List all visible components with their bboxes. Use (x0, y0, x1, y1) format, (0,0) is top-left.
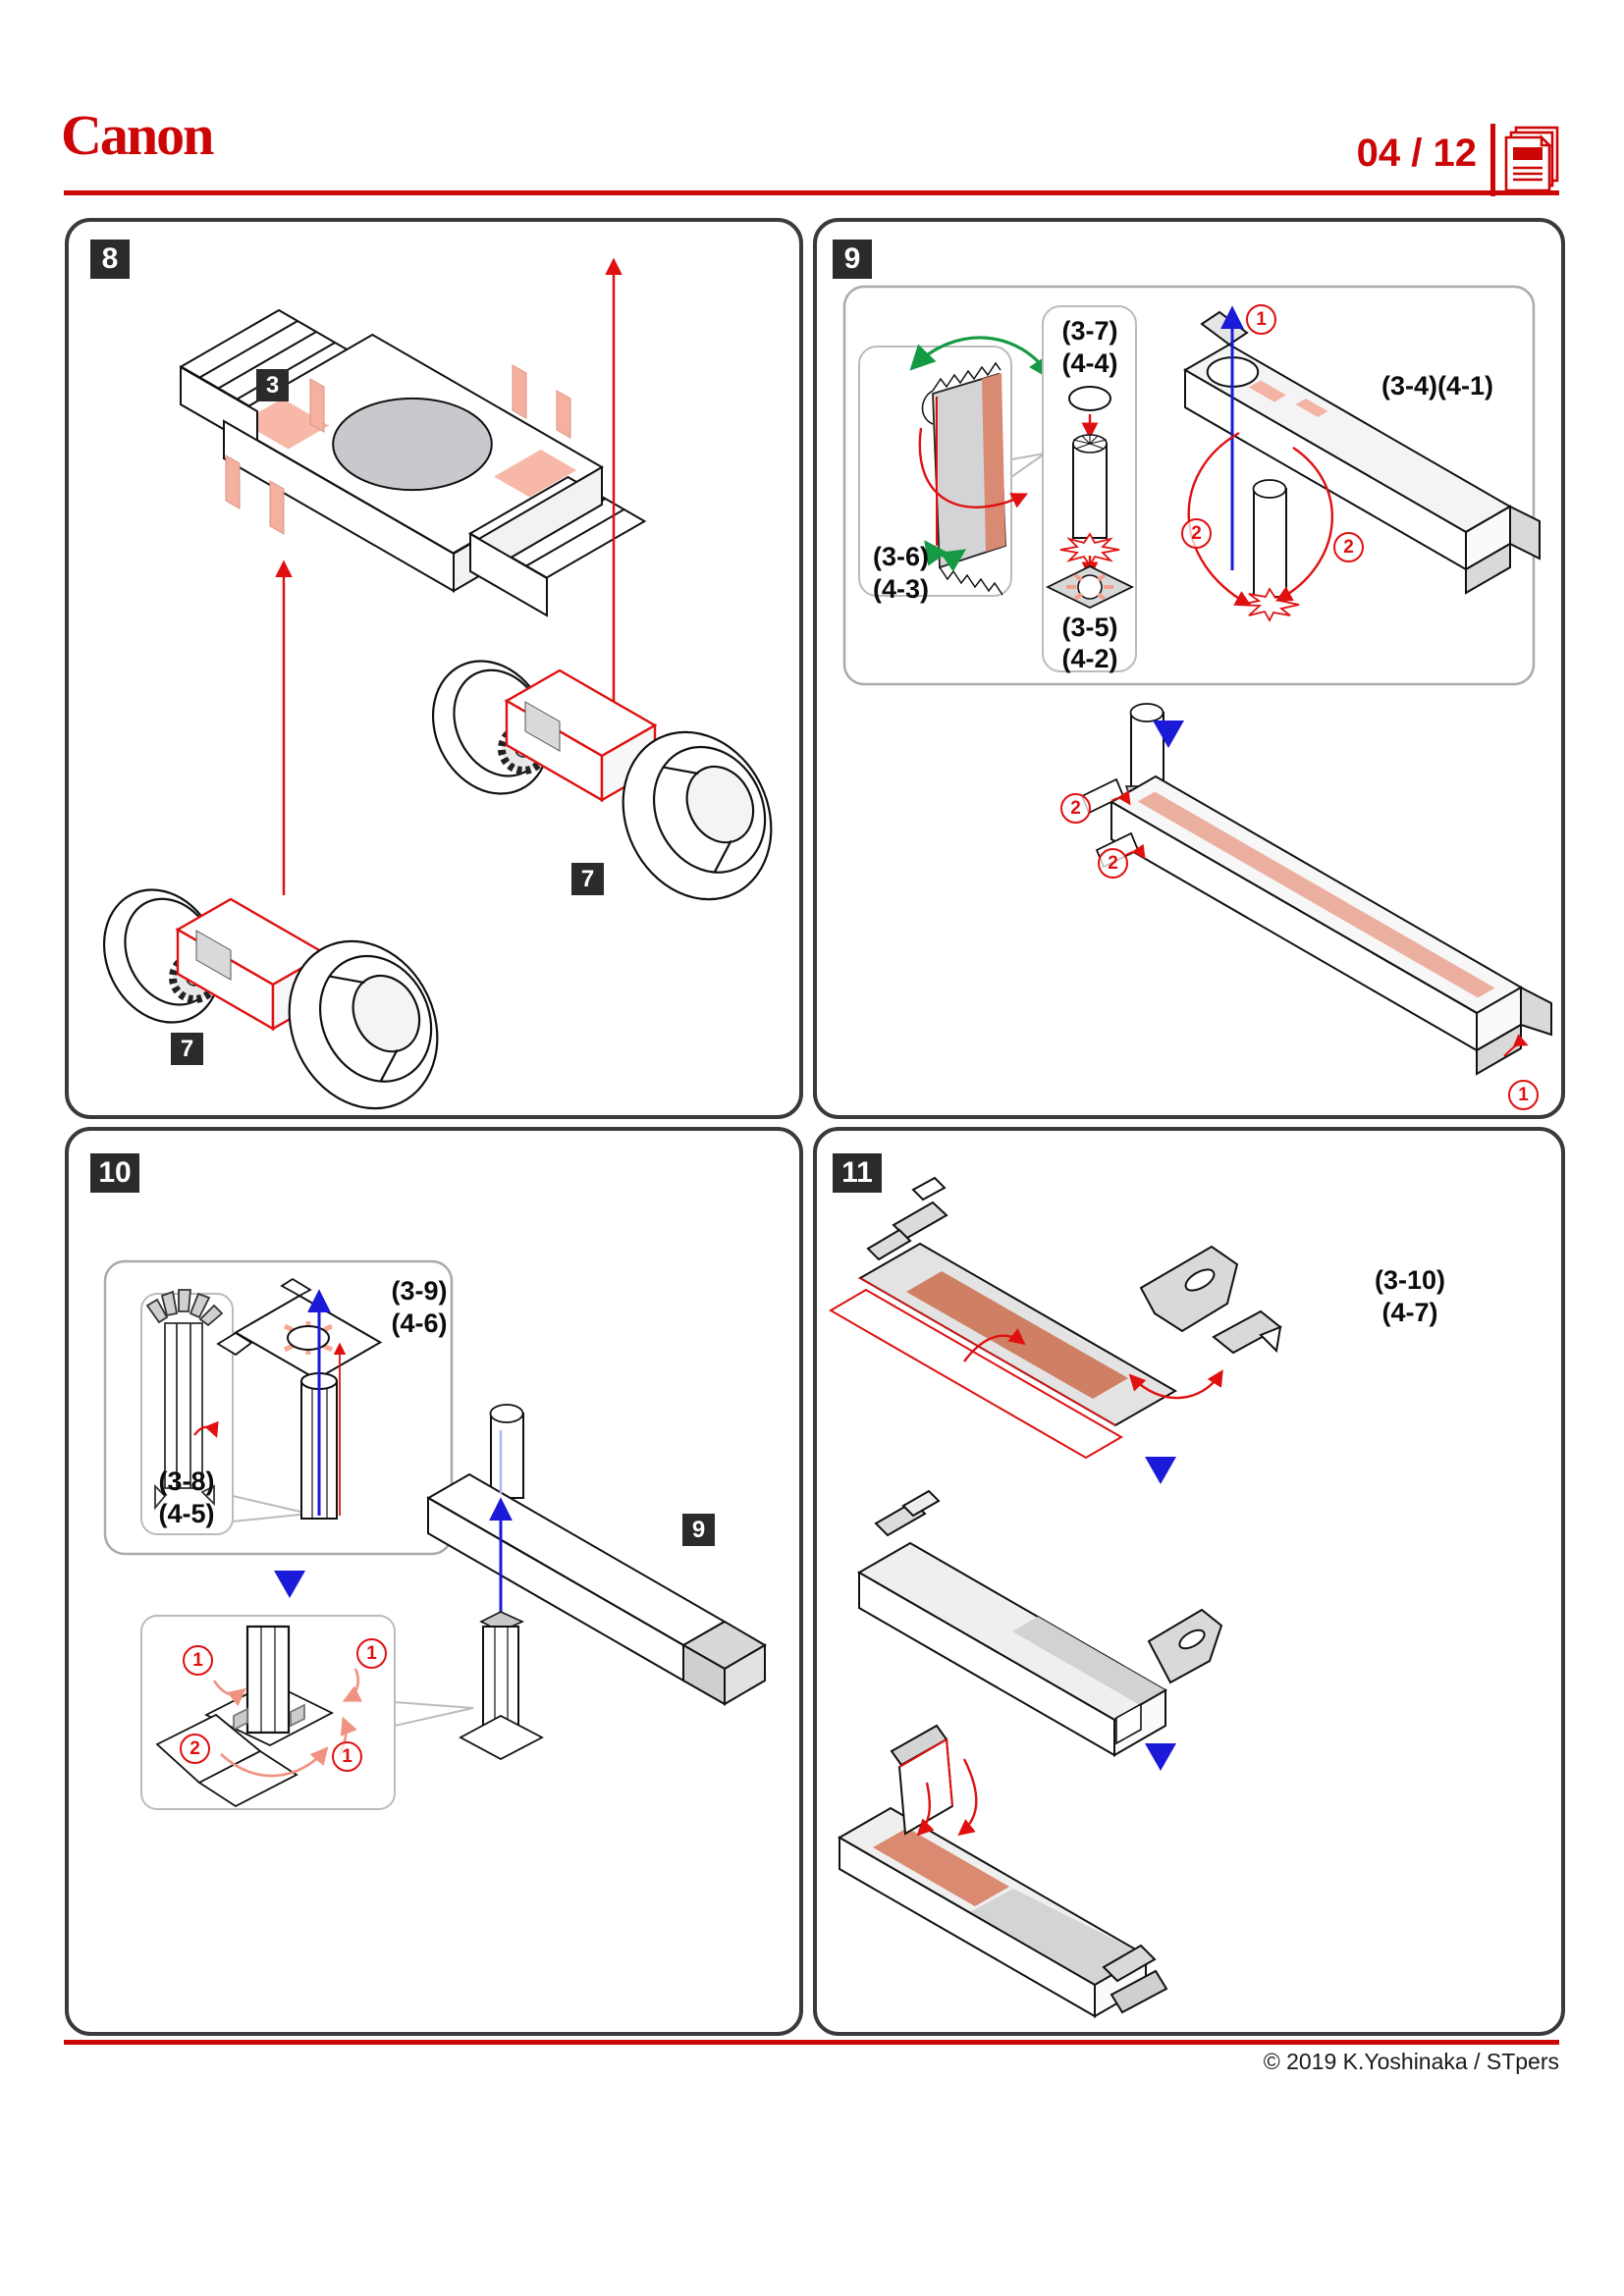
fold-order-circle: 1 (332, 1741, 362, 1772)
down-arrow-icon (1145, 1743, 1176, 1771)
half-assembled-figure (856, 1489, 1223, 1757)
step-10-illustration (103, 1259, 767, 1810)
fold-order-circle: 2 (1181, 518, 1212, 549)
roll-sheet-figure (909, 336, 1054, 596)
plate-column-figure (300, 1289, 347, 1520)
callout-tail (232, 1494, 310, 1523)
part-label: (3-7) (1061, 316, 1118, 346)
glue-tabs (225, 364, 571, 535)
fold-order-circle: 2 (1060, 793, 1091, 824)
part-label: (4-5) (158, 1499, 215, 1528)
step-number-badge: 10 (90, 1153, 139, 1193)
part-badge-wheel-upper: 7 (571, 863, 604, 895)
part-label: (3-9) (391, 1276, 448, 1306)
final-glue-figure (837, 1724, 1168, 2018)
beam-figure (1185, 305, 1541, 622)
step-number-badge: 9 (833, 240, 872, 279)
part-label: (4-7) (1381, 1298, 1438, 1327)
part-label: (3-10) (1374, 1265, 1446, 1295)
part-label: (4-3) (873, 574, 930, 604)
part-label: (3-6) (873, 542, 930, 571)
page-indicator: 04 / 12 (1356, 132, 1477, 175)
step-number-badge: 11 (833, 1153, 882, 1193)
part-label: (3-4)(4-1) (1381, 371, 1494, 400)
fold-order-circle: 2 (1333, 532, 1364, 562)
step-9-illustration (842, 285, 1552, 1076)
callout-tail (394, 1700, 474, 1728)
down-arrow-icon (274, 1571, 305, 1598)
header-rule (64, 190, 1559, 195)
part-label: (3-5) (1061, 613, 1118, 642)
fold-order-circle: 1 (183, 1645, 213, 1676)
fold-order-circle: 2 (1098, 848, 1128, 879)
wheel-bogie-lower (102, 888, 439, 1110)
part-label: (4-2) (1061, 644, 1118, 673)
part-label: (4-6) (391, 1308, 448, 1338)
column-figure (145, 1289, 224, 1511)
callout-tail (1010, 453, 1046, 479)
copyright-text: © 2019 K.Yoshinaka / STpers (1263, 2049, 1559, 2074)
detail-box (842, 285, 1536, 686)
step-11-illustration (829, 1176, 1282, 2018)
footer-rule (64, 2040, 1559, 2045)
fold-order-circle: 1 (1246, 304, 1276, 335)
part-label: (3-8) (158, 1467, 215, 1496)
part-label: (4-4) (1061, 348, 1118, 378)
stacked-pages-icon (1504, 126, 1559, 190)
beam-and-column-figure (428, 1404, 767, 1761)
wheel-bogie-upper (431, 660, 773, 901)
down-arrow-icon (1145, 1457, 1176, 1484)
fold-order-circle: 1 (356, 1638, 387, 1669)
core-figure (1045, 386, 1135, 610)
fold-order-circle: 2 (180, 1734, 210, 1764)
step-8-illustration (102, 257, 773, 1110)
part-badge-wheel-lower: 7 (171, 1033, 203, 1065)
fold-order-circle: 1 (1508, 1080, 1539, 1110)
ref-part-badge: 9 (682, 1514, 715, 1546)
header-divider (1490, 124, 1495, 196)
step-number-badge: 8 (90, 240, 130, 279)
step-8-panel: 8 3 7 7 (65, 218, 803, 1119)
canon-logo: Canon (61, 103, 214, 167)
step-9-panel: 9 (3-6) (4-3) (3-7) (4-4) (3-5) (4-2) (3… (813, 218, 1565, 1119)
chassis-walls (180, 365, 603, 617)
down-arrow-icon (1153, 721, 1184, 748)
step-10-panel: 10 (3-8) (4-5) (3-9) (4-6) 9 1 1 2 1 (65, 1127, 803, 2036)
part-badge-chassis: 3 (256, 369, 289, 401)
assembled-beam-figure (1080, 703, 1552, 1076)
step-11-panel: 11 (3-10) (4-7) (813, 1127, 1565, 2036)
cover-part-figure (829, 1176, 1282, 1460)
